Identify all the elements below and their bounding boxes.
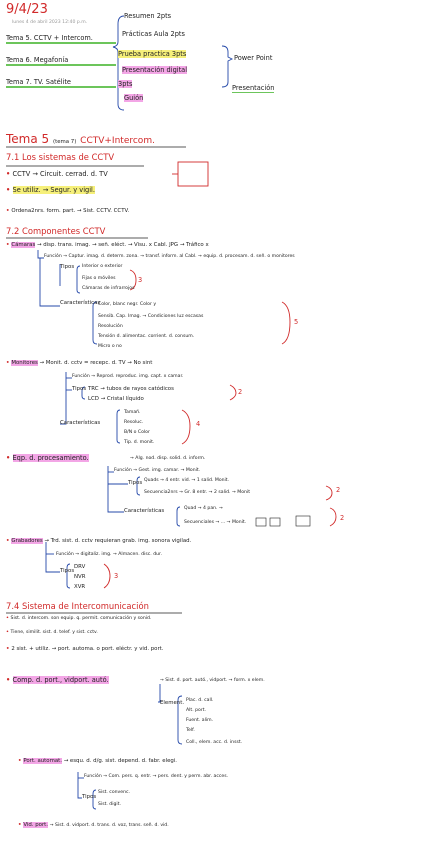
camaras-tipo: Fijas o móviles bbox=[82, 276, 116, 281]
auto-row: • Port. automat. → esqu. d. d/g. sist. d… bbox=[18, 758, 178, 764]
camaras-car-label: Características bbox=[60, 300, 101, 306]
camaras-row: • Cámaras → disp. trans. imag. → señ. el… bbox=[6, 242, 209, 248]
monitores-car-label: Características bbox=[60, 420, 101, 426]
comp-elem: Coll., elem. acc. d. insst. bbox=[186, 740, 243, 745]
evaluation-item: Resumen 2pts bbox=[124, 12, 172, 20]
equipos-row: • Eqp. d. procesamiento. bbox=[6, 454, 89, 462]
s74-title: 7.4 Sistema de Intercomunicación bbox=[6, 601, 149, 611]
grabadores-tipo: NVR bbox=[74, 574, 86, 580]
evaluation-item: 3pts bbox=[118, 80, 133, 88]
page-date: 9/4/23 bbox=[6, 2, 48, 17]
auto-tipos-label: Tipos bbox=[82, 794, 97, 800]
camaras-tipo: Interior o exterior bbox=[82, 264, 123, 269]
s72-title: 7.2 Componentes CCTV bbox=[6, 226, 105, 236]
comp-elem: Telf. bbox=[186, 728, 195, 733]
topic-item: Tema 5. CCTV + Intercom. bbox=[6, 34, 116, 44]
s72-title-text: 7.2 Componentes CCTV bbox=[6, 226, 106, 236]
equipos-tipo: Secuencia2nrs → Gr. 8 entr. → 2 salid. →… bbox=[144, 490, 251, 495]
camaras-car-count: 5 bbox=[294, 318, 299, 326]
grabadores-tipos-label: Tipos bbox=[60, 568, 75, 574]
camaras-car: Resolución bbox=[98, 324, 123, 329]
equipos-funcion: Función → Gest. img. camar. → Monit. bbox=[114, 468, 201, 473]
monitores-car-count: 4 bbox=[196, 420, 201, 428]
equipos-car: Secuenciales → ... → Monit. bbox=[184, 520, 247, 525]
equipos-tipos-count: 2 bbox=[336, 486, 341, 494]
evaluation-item: Prueba practica 3pts bbox=[118, 50, 187, 58]
grabadores-row: • Grabadores → Trd. sist. d. cctv requie… bbox=[6, 538, 192, 544]
camaras-funcion: Función → Captur. imag. d. determ. zona.… bbox=[44, 254, 295, 259]
section-title-rest: CCTV+Intercom. bbox=[80, 136, 155, 146]
topic-item: Tema 7. TV. Satélite bbox=[6, 78, 116, 88]
camaras-car: Color, blanc negr. Color y bbox=[98, 302, 157, 307]
comp-row: • Comp. d. port., vidport. autó. bbox=[6, 676, 109, 684]
equipos-car-label: Características bbox=[124, 508, 165, 514]
monitores-car: B/N o Color bbox=[124, 430, 150, 435]
camaras-car: Sensib. Cap. Imag. → Condiciones luz esc… bbox=[98, 314, 204, 319]
power-point-label: Power Point bbox=[234, 54, 273, 62]
comp-elem: Plac. d. call. bbox=[186, 698, 214, 703]
evaluation-item: Presentación digital bbox=[122, 66, 188, 74]
s74-title-text: 7.4 Sistema de Intercomunicación bbox=[6, 601, 149, 611]
grabadores-tipo: XVR bbox=[74, 584, 86, 590]
s71-title-text: 7.1 Los sistemas de CCTV bbox=[6, 152, 115, 162]
comp-desc: → Sist. d. port. autó., vidport. → form.… bbox=[160, 678, 265, 683]
monitores-tipos-count: 2 bbox=[238, 388, 243, 396]
section-title: Tema 5 (tema 7) CCTV+Intercom. bbox=[6, 132, 155, 146]
s71-title: 7.1 Los sistemas de CCTV bbox=[6, 152, 114, 162]
equipos-tipo: Quads → 4 entr. vid. → 1 salid. Monit. bbox=[144, 478, 230, 483]
section-title-paren: (tema 7) bbox=[53, 139, 77, 145]
grabadores-tipo: DRV bbox=[74, 564, 86, 570]
s71-line: • Se utiliz. → Segur. y vigil. bbox=[6, 186, 95, 194]
comp-elem: Fuent. alim. bbox=[186, 718, 214, 723]
monitores-tipos-label: Tipos bbox=[72, 386, 87, 392]
comp-elem: Alt. port. bbox=[186, 708, 207, 713]
grabadores-tipos-count: 3 bbox=[114, 572, 119, 580]
s74-line: • 2 sist. + utiliz. → port. automa. o po… bbox=[6, 646, 164, 652]
camaras-tipo: Cámaras de infrarrojos bbox=[82, 286, 135, 291]
camaras-tipos-count: 3 bbox=[138, 276, 143, 284]
section-title-main: Tema 5 bbox=[6, 132, 50, 146]
auto-tipo: Sist. digit. bbox=[98, 802, 121, 807]
monitores-tipo: LCD → Cristal líquido bbox=[88, 396, 144, 402]
evaluation-item: Prácticas Aula 2pts bbox=[122, 30, 185, 38]
equipos-desc: → Alg. nod. disp. solid. d. inform. bbox=[130, 456, 206, 461]
monitores-funcion: Función → Reprod. reproduc. img. capt. x… bbox=[72, 374, 184, 379]
monitores-row: • Monitores → Monit. d. cctv = recepc. d… bbox=[6, 360, 153, 366]
equipos-tipos-label: Tipos bbox=[128, 480, 143, 486]
grabadores-funcion: Función → digitaliz. img. → Almacen. dis… bbox=[56, 552, 162, 557]
s71-line: • Ordena2nrs. form. part. → Sist. CCTV. … bbox=[6, 208, 130, 214]
camaras-car: Micro o no bbox=[98, 344, 122, 349]
page-meta: lunes 4 de abril 2023 12:40 p.m. bbox=[12, 20, 88, 25]
equipos-car: Quad → 4 pan. → bbox=[184, 506, 223, 511]
s71-line: • CCTV → Circuit. cerrad. d. TV bbox=[6, 170, 108, 178]
topic-item: Tema 6. Megafonía bbox=[6, 56, 116, 66]
comp-elem-label: Element. bbox=[160, 700, 185, 706]
camaras-car: Tensión d. alimentac. corrient. d. consu… bbox=[98, 334, 195, 339]
camaras-tipos-label: Tipos bbox=[60, 264, 75, 270]
evaluation-item: Guión bbox=[124, 94, 144, 102]
presentacion-label: Presentación bbox=[232, 84, 275, 93]
s74-line: • Tiene, similit. sist. d. telef. y sist… bbox=[6, 630, 98, 635]
s74-line: • Sist. d. intercom. son equip. q. permi… bbox=[6, 616, 152, 621]
monitores-car: Resoluc. bbox=[124, 420, 144, 425]
auto-funcion: Función → Com. pers. q. entr. → pers. de… bbox=[84, 774, 229, 779]
monitores-car: Tip. d. monit. bbox=[124, 440, 155, 445]
vid-row: • Vid. port. → Sist. d. vidport. d. tran… bbox=[18, 822, 169, 828]
equipos-car-count: 2 bbox=[340, 514, 345, 522]
auto-tipo: Sist. convenc. bbox=[98, 790, 130, 795]
monitores-tipo: TRC → tubos de rayos catódicos bbox=[88, 386, 174, 392]
monitores-car: Tamañ. bbox=[124, 410, 141, 415]
